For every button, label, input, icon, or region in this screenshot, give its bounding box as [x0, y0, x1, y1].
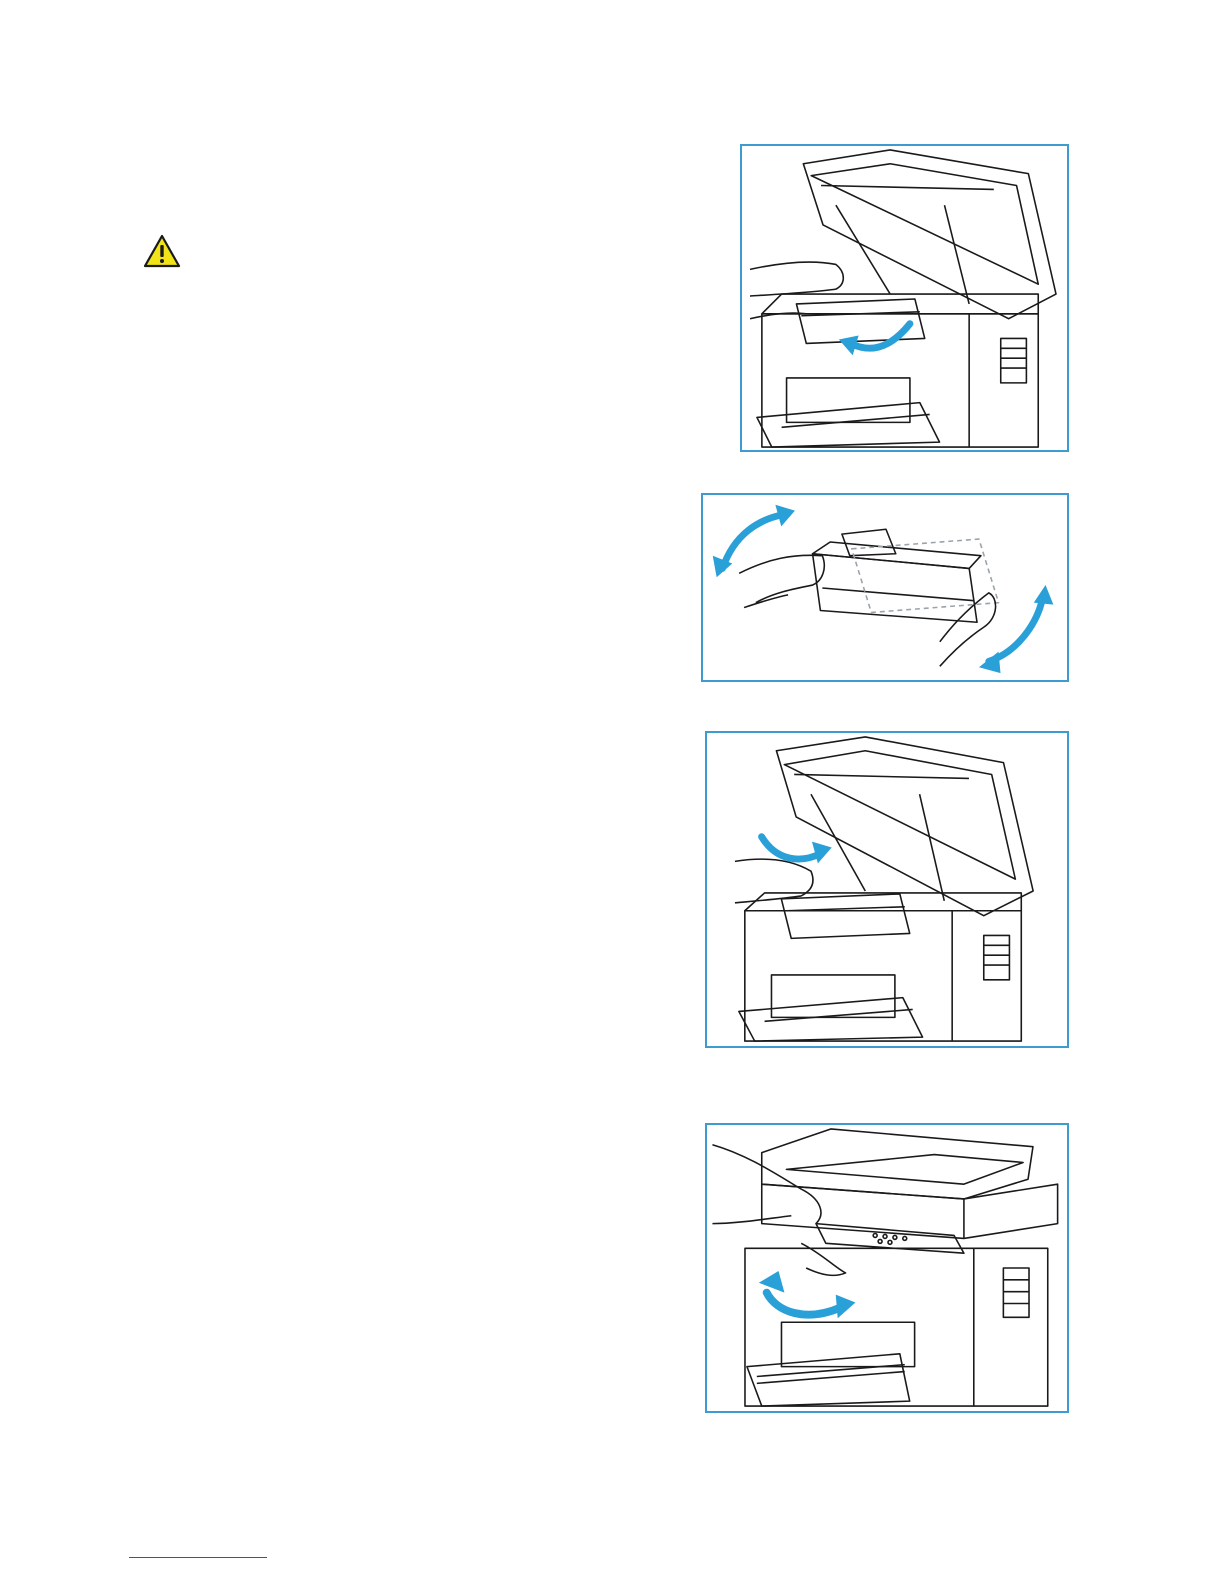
warning-triangle-icon: [143, 234, 181, 268]
printer-open-remove-toner-icon: [742, 146, 1067, 450]
figure-close-scanner: [705, 1123, 1069, 1413]
printer-open-insert-toner-icon: [707, 733, 1067, 1046]
figure-insert-toner: [705, 731, 1069, 1048]
figure-remove-toner: [740, 144, 1069, 452]
figure-shake-toner: [701, 493, 1069, 682]
close-scanner-lid-icon: [707, 1125, 1067, 1411]
footer-rule: [129, 1557, 267, 1558]
shake-toner-cartridge-icon: [703, 495, 1067, 680]
